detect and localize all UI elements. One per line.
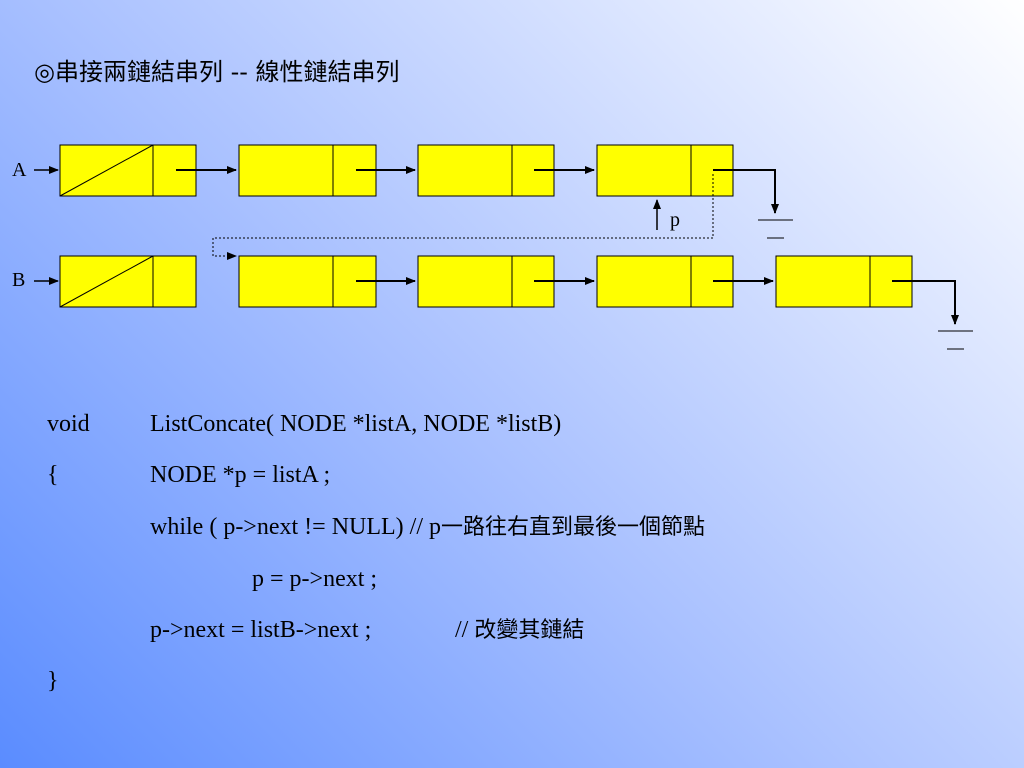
- code-line-3-comment: 一路往右直到最後一個節點: [441, 515, 706, 540]
- list-a-node-header: [59, 144, 197, 197]
- pointer-p-label: p: [670, 209, 680, 231]
- list-b-null-ground-icon: [892, 280, 973, 350]
- code-line-4-stmt: p = p->next ;: [252, 566, 378, 592]
- slide-title: ◎串接兩鏈結串列 -- 線性鏈結串列: [34, 58, 400, 86]
- list-a-node: [238, 144, 377, 197]
- code-line-6-brace: }: [47, 668, 59, 694]
- code-line-5-comment: // 改變其鏈結: [455, 615, 584, 646]
- concat-dotted-link: [212, 174, 714, 260]
- list-b-node: [596, 255, 734, 308]
- list-b-node-last: [775, 255, 913, 308]
- code-line-1-signature: ListConcate( NODE *listA, NODE *listB): [150, 411, 562, 437]
- list-a-label: A: [12, 159, 27, 181]
- list-b-node: [417, 255, 555, 308]
- code-line-1-keyword: void: [47, 411, 90, 437]
- code-line-5-comment-prefix: //: [455, 617, 475, 643]
- list-b-node: [238, 255, 377, 308]
- linked-list-diagram: A p B: [12, 144, 973, 350]
- code-line-2-brace: {: [47, 462, 59, 488]
- code-line-3-stmt: while ( p->next != NULL) // p: [150, 514, 441, 540]
- list-a-node: [417, 144, 555, 197]
- list-b-node-header: [59, 255, 197, 308]
- list-b-label: B: [12, 269, 25, 291]
- list-a-null-ground-icon: [713, 169, 793, 239]
- code-line-5-stmt: p->next = listB->next ;: [150, 617, 372, 643]
- list-a-node-last: [596, 144, 734, 197]
- code-line-3: while ( p->next != NULL) // p一路往右直到最後一個節…: [150, 512, 705, 543]
- code-line-5-comment-text: 改變其鏈結: [474, 618, 585, 643]
- code-line-2-stmt: NODE *p = listA ;: [150, 462, 331, 488]
